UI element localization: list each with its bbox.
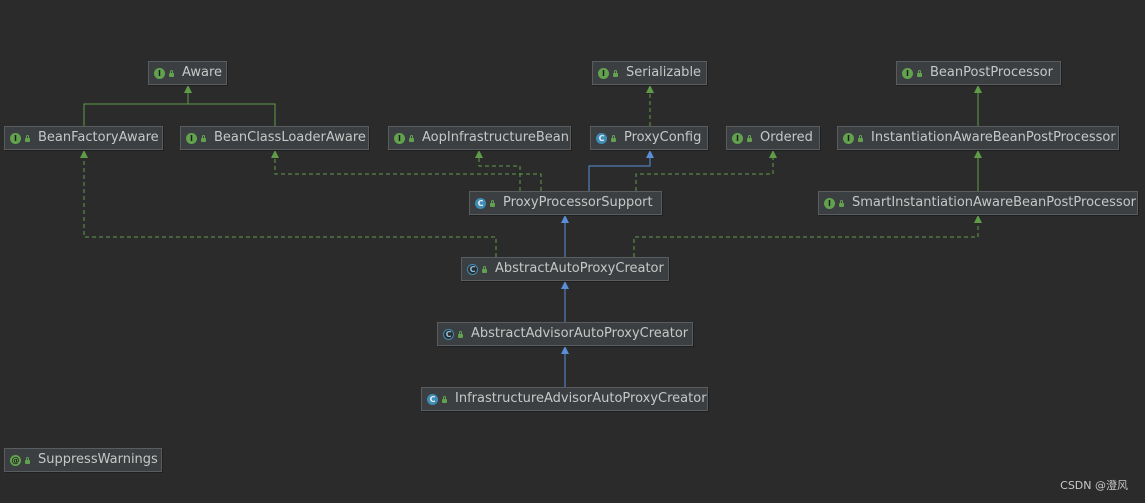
node-suppresswarnings[interactable]: @ SuppressWarnings [4, 448, 162, 472]
edge-proxyprocessorsupport-to-ordered [635, 156, 774, 191]
interface-icon: I [843, 132, 854, 144]
arrowhead-beanfactoryaware [80, 150, 88, 158]
abstract-class-icon: C [443, 328, 454, 340]
lock-icon [746, 134, 753, 142]
lock-icon [489, 199, 496, 207]
lock-icon [457, 330, 464, 338]
edges-layer [80, 85, 982, 387]
edge-beanclassloaderaware-to-aware [188, 103, 276, 126]
node-infrastructureadvisorautoproxycreator[interactable]: C InfrastructureAdvisorAutoProxyCreator [421, 387, 708, 411]
watermark: CSDN @澄风 [1060, 479, 1128, 492]
arrowhead-beanclassloaderaware [271, 150, 279, 158]
interface-icon: I [902, 67, 913, 79]
node-abstractautoproxycreator[interactable]: C AbstractAutoProxyCreator [461, 257, 669, 281]
node-instantiationawarebeanpostprocessor[interactable]: I InstantiationAwareBeanPostProcessor [837, 126, 1119, 150]
node-label: Aware [182, 65, 223, 80]
interface-icon: I [10, 132, 21, 144]
arrowhead-abstractadvisorautoproxycreator [561, 346, 569, 354]
node-serializable[interactable]: I Serializable [592, 61, 707, 85]
node-label: AbstractAutoProxyCreator [495, 261, 664, 276]
lock-icon [612, 69, 619, 77]
node-beanpostprocessor[interactable]: I BeanPostProcessor [896, 61, 1061, 85]
node-label: BeanFactoryAware [38, 130, 159, 145]
node-label: AbstractAdvisorAutoProxyCreator [471, 326, 689, 341]
interface-icon: I [186, 132, 197, 144]
node-label: SuppressWarnings [38, 452, 158, 467]
node-proxyprocessorsupport[interactable]: C ProxyProcessorSupport [469, 191, 662, 215]
node-label: ProxyProcessorSupport [503, 195, 653, 210]
lock-icon [168, 69, 175, 77]
arrowhead-aware [184, 85, 192, 93]
abstract-class-icon: C [467, 263, 478, 275]
arrowhead-proxyconfig [646, 150, 654, 158]
arrowhead-serializable [646, 85, 654, 93]
lock-icon [200, 134, 207, 142]
node-label: SmartInstantiationAwareBeanPostProcessor [852, 195, 1137, 210]
arrowhead-proxyprocessorsupport [561, 215, 569, 223]
class-icon: C [475, 197, 486, 209]
node-label: AopInfrastructureBean [422, 130, 569, 145]
node-label: BeanClassLoaderAware [214, 130, 366, 145]
lock-icon [481, 265, 488, 273]
interface-icon: I [732, 132, 743, 144]
arrowhead-aopinfrastructurebean [475, 150, 483, 158]
node-aopinfrastructurebean[interactable]: I AopInfrastructureBean [388, 126, 571, 150]
arrowhead-smartinstantiationaware [974, 215, 982, 223]
edge-abstractautoproxycreator-to-smartinstantiationaware [633, 221, 979, 257]
node-proxyconfig[interactable]: C ProxyConfig [590, 126, 708, 150]
edge-proxyprocessorsupport-to-aopinfrastructurebean [478, 156, 521, 191]
edge-proxyprocessorsupport-to-beanclassloaderaware [274, 156, 542, 191]
class-icon: C [596, 132, 607, 144]
edge-abstractautoproxycreator-to-beanfactoryaware [83, 156, 497, 257]
node-abstractadvisorautoproxycreator[interactable]: C AbstractAdvisorAutoProxyCreator [437, 322, 693, 346]
node-label: Ordered [760, 130, 813, 145]
lock-icon [610, 134, 617, 142]
node-ordered[interactable]: I Ordered [726, 126, 820, 150]
node-label: BeanPostProcessor [930, 65, 1053, 80]
interface-icon: I [598, 67, 609, 79]
node-label: InstantiationAwareBeanPostProcessor [871, 130, 1116, 145]
lock-icon [838, 199, 845, 207]
interface-icon: I [154, 67, 165, 79]
lock-icon [916, 69, 923, 77]
edge-beanfactoryaware-to-aware [83, 91, 189, 126]
annotation-icon: @ [10, 454, 21, 466]
edge-proxyprocessorsupport-to-proxyconfig [588, 156, 651, 191]
lock-icon [441, 395, 448, 403]
arrowhead-abstractautoproxycreator [561, 281, 569, 289]
node-aware[interactable]: I Aware [148, 61, 227, 85]
node-beanfactoryaware[interactable]: I BeanFactoryAware [4, 126, 163, 150]
arrowhead-beanpostprocessor [974, 85, 982, 93]
lock-icon [24, 456, 31, 464]
arrowhead-ordered [769, 150, 777, 158]
lock-icon [857, 134, 864, 142]
node-label: Serializable [626, 65, 702, 80]
node-label: InfrastructureAdvisorAutoProxyCreator [455, 391, 707, 406]
interface-icon: I [824, 197, 835, 209]
lock-icon [408, 134, 415, 142]
node-smartinstantiationawarebeanpostprocessor[interactable]: I SmartInstantiationAwareBeanPostProcesso… [818, 191, 1138, 215]
interface-icon: I [394, 132, 405, 144]
lock-icon [24, 134, 31, 142]
node-label: ProxyConfig [624, 130, 702, 145]
node-beanclassloaderaware[interactable]: I BeanClassLoaderAware [180, 126, 369, 150]
class-icon: C [427, 393, 438, 405]
arrowhead-instantiationaware [974, 150, 982, 158]
